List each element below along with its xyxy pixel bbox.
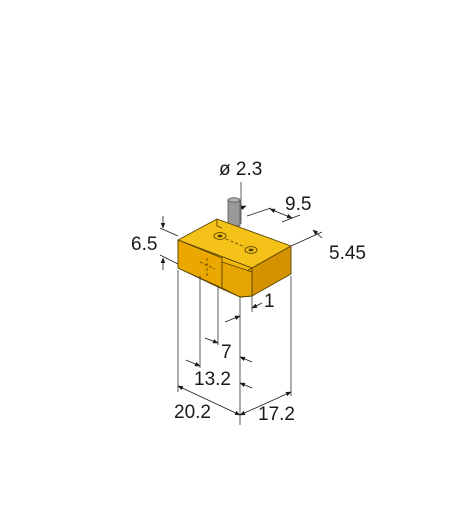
dim-width-20: 20.2 (174, 385, 241, 423)
dim-side-depth: 5.45 (290, 229, 366, 264)
mounting-hole-right (244, 246, 258, 254)
housing-side-face (251, 245, 292, 297)
dim-top-offset: 9.5 (246, 194, 311, 223)
hole-center-line (225, 238, 246, 248)
dim-height: 6.5 (131, 216, 179, 270)
dim-label-width-7: 7 (221, 342, 232, 363)
dim-label-cable-diameter: ø 2.3 (219, 159, 262, 180)
dim-label-height: 6.5 (131, 234, 157, 255)
dim-label-top-offset: 9.5 (285, 194, 311, 215)
dim-step: 1 (224, 291, 275, 330)
dim-label-side-depth: 5.45 (329, 243, 366, 264)
dim-label-width-17: 17.2 (258, 404, 295, 425)
dim-width-13: 13.2 (185, 359, 253, 390)
dim-label-width-13: 13.2 (194, 369, 231, 390)
dim-label-width-20: 20.2 (174, 402, 211, 423)
dim-width-7: 7 (204, 337, 253, 363)
cable-stub (227, 197, 241, 227)
sensor-housing (177, 197, 292, 298)
extension-lines (177, 270, 292, 425)
front-center-line (199, 261, 216, 270)
housing-front-right-block (221, 261, 253, 298)
dim-cable-diameter: ø 2.3 (219, 159, 262, 224)
dim-width-17: 17.2 (239, 391, 295, 425)
dim-label-step: 1 (264, 291, 275, 312)
mounting-hole-left (213, 232, 227, 240)
